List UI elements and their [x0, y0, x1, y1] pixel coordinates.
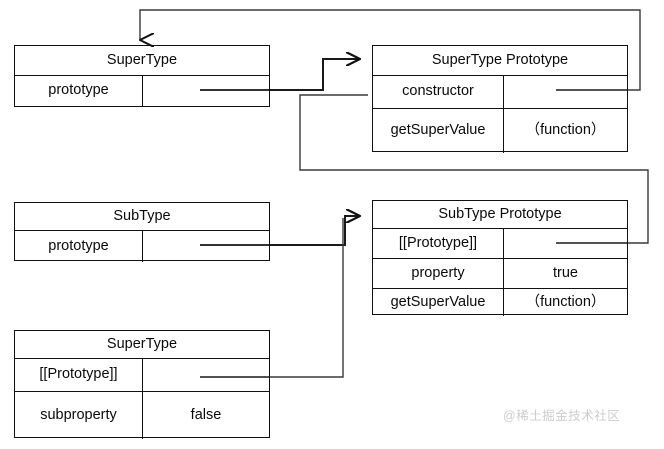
box-row-prototype: prototype	[15, 231, 269, 262]
value-stub-lines	[200, 89, 628, 378]
box-title: SubType	[113, 208, 171, 224]
box-row-getsupervalue: getSuperValue （function）	[373, 109, 627, 153]
watermark-text: @稀土掘金技术社区	[503, 409, 621, 423]
box-subtype-constructor: SubType prototype	[14, 202, 270, 262]
box-subtype-prototype: SubType Prototype [[Prototype]] property…	[372, 200, 628, 316]
row-key: [[Prototype]]	[373, 229, 504, 258]
row-value	[143, 76, 269, 106]
row-value: （function）	[525, 122, 606, 139]
row-value	[143, 231, 269, 262]
row-key: subproperty	[15, 392, 143, 439]
row-value	[143, 359, 269, 391]
box-row-internal-prototype: [[Prototype]]	[15, 359, 269, 392]
box-supertype-constructor: SuperType prototype	[14, 45, 270, 107]
row-value: （function）	[525, 293, 606, 310]
box-row-internal-prototype: [[Prototype]]	[373, 229, 627, 259]
box-title: SubType Prototype	[438, 206, 562, 222]
box-title-row: SuperType Prototype	[373, 46, 627, 76]
row-value: true	[553, 264, 578, 281]
box-row-getsupervalue: getSuperValue （function）	[373, 289, 627, 316]
row-value: false	[190, 406, 222, 423]
box-title-row: SuperType	[15, 331, 269, 359]
box-title-row: SubType	[15, 203, 269, 231]
row-key: getSuperValue	[373, 109, 504, 153]
connector-subtype-to-subtype-prototype	[200, 216, 360, 246]
row-key: [[Prototype]]	[15, 359, 143, 391]
row-key: getSuperValue	[373, 289, 504, 316]
box-title-row: SuperType	[15, 46, 269, 76]
box-title: SuperType	[106, 336, 178, 352]
box-row-property: property true	[373, 259, 627, 289]
row-value	[504, 229, 627, 258]
box-title: SuperType Prototype	[431, 52, 569, 68]
box-supertype-prototype: SuperType Prototype constructor getSuper…	[372, 45, 628, 153]
row-value	[504, 76, 627, 108]
box-row-prototype: prototype	[15, 76, 269, 106]
box-title: SuperType	[106, 52, 178, 68]
box-supertype-instance: SuperType [[Prototype]] subproperty fals…	[14, 330, 270, 439]
row-key: prototype	[15, 231, 143, 262]
row-key: property	[373, 259, 504, 288]
box-row-subproperty: subproperty false	[15, 392, 269, 439]
row-key: prototype	[15, 76, 143, 106]
connector-subtype-prototype-to-supertype-prototype	[299, 94, 649, 244]
box-title-row: SubType Prototype	[373, 201, 627, 229]
box-row-constructor: constructor	[373, 76, 627, 109]
row-key: constructor	[373, 76, 504, 108]
